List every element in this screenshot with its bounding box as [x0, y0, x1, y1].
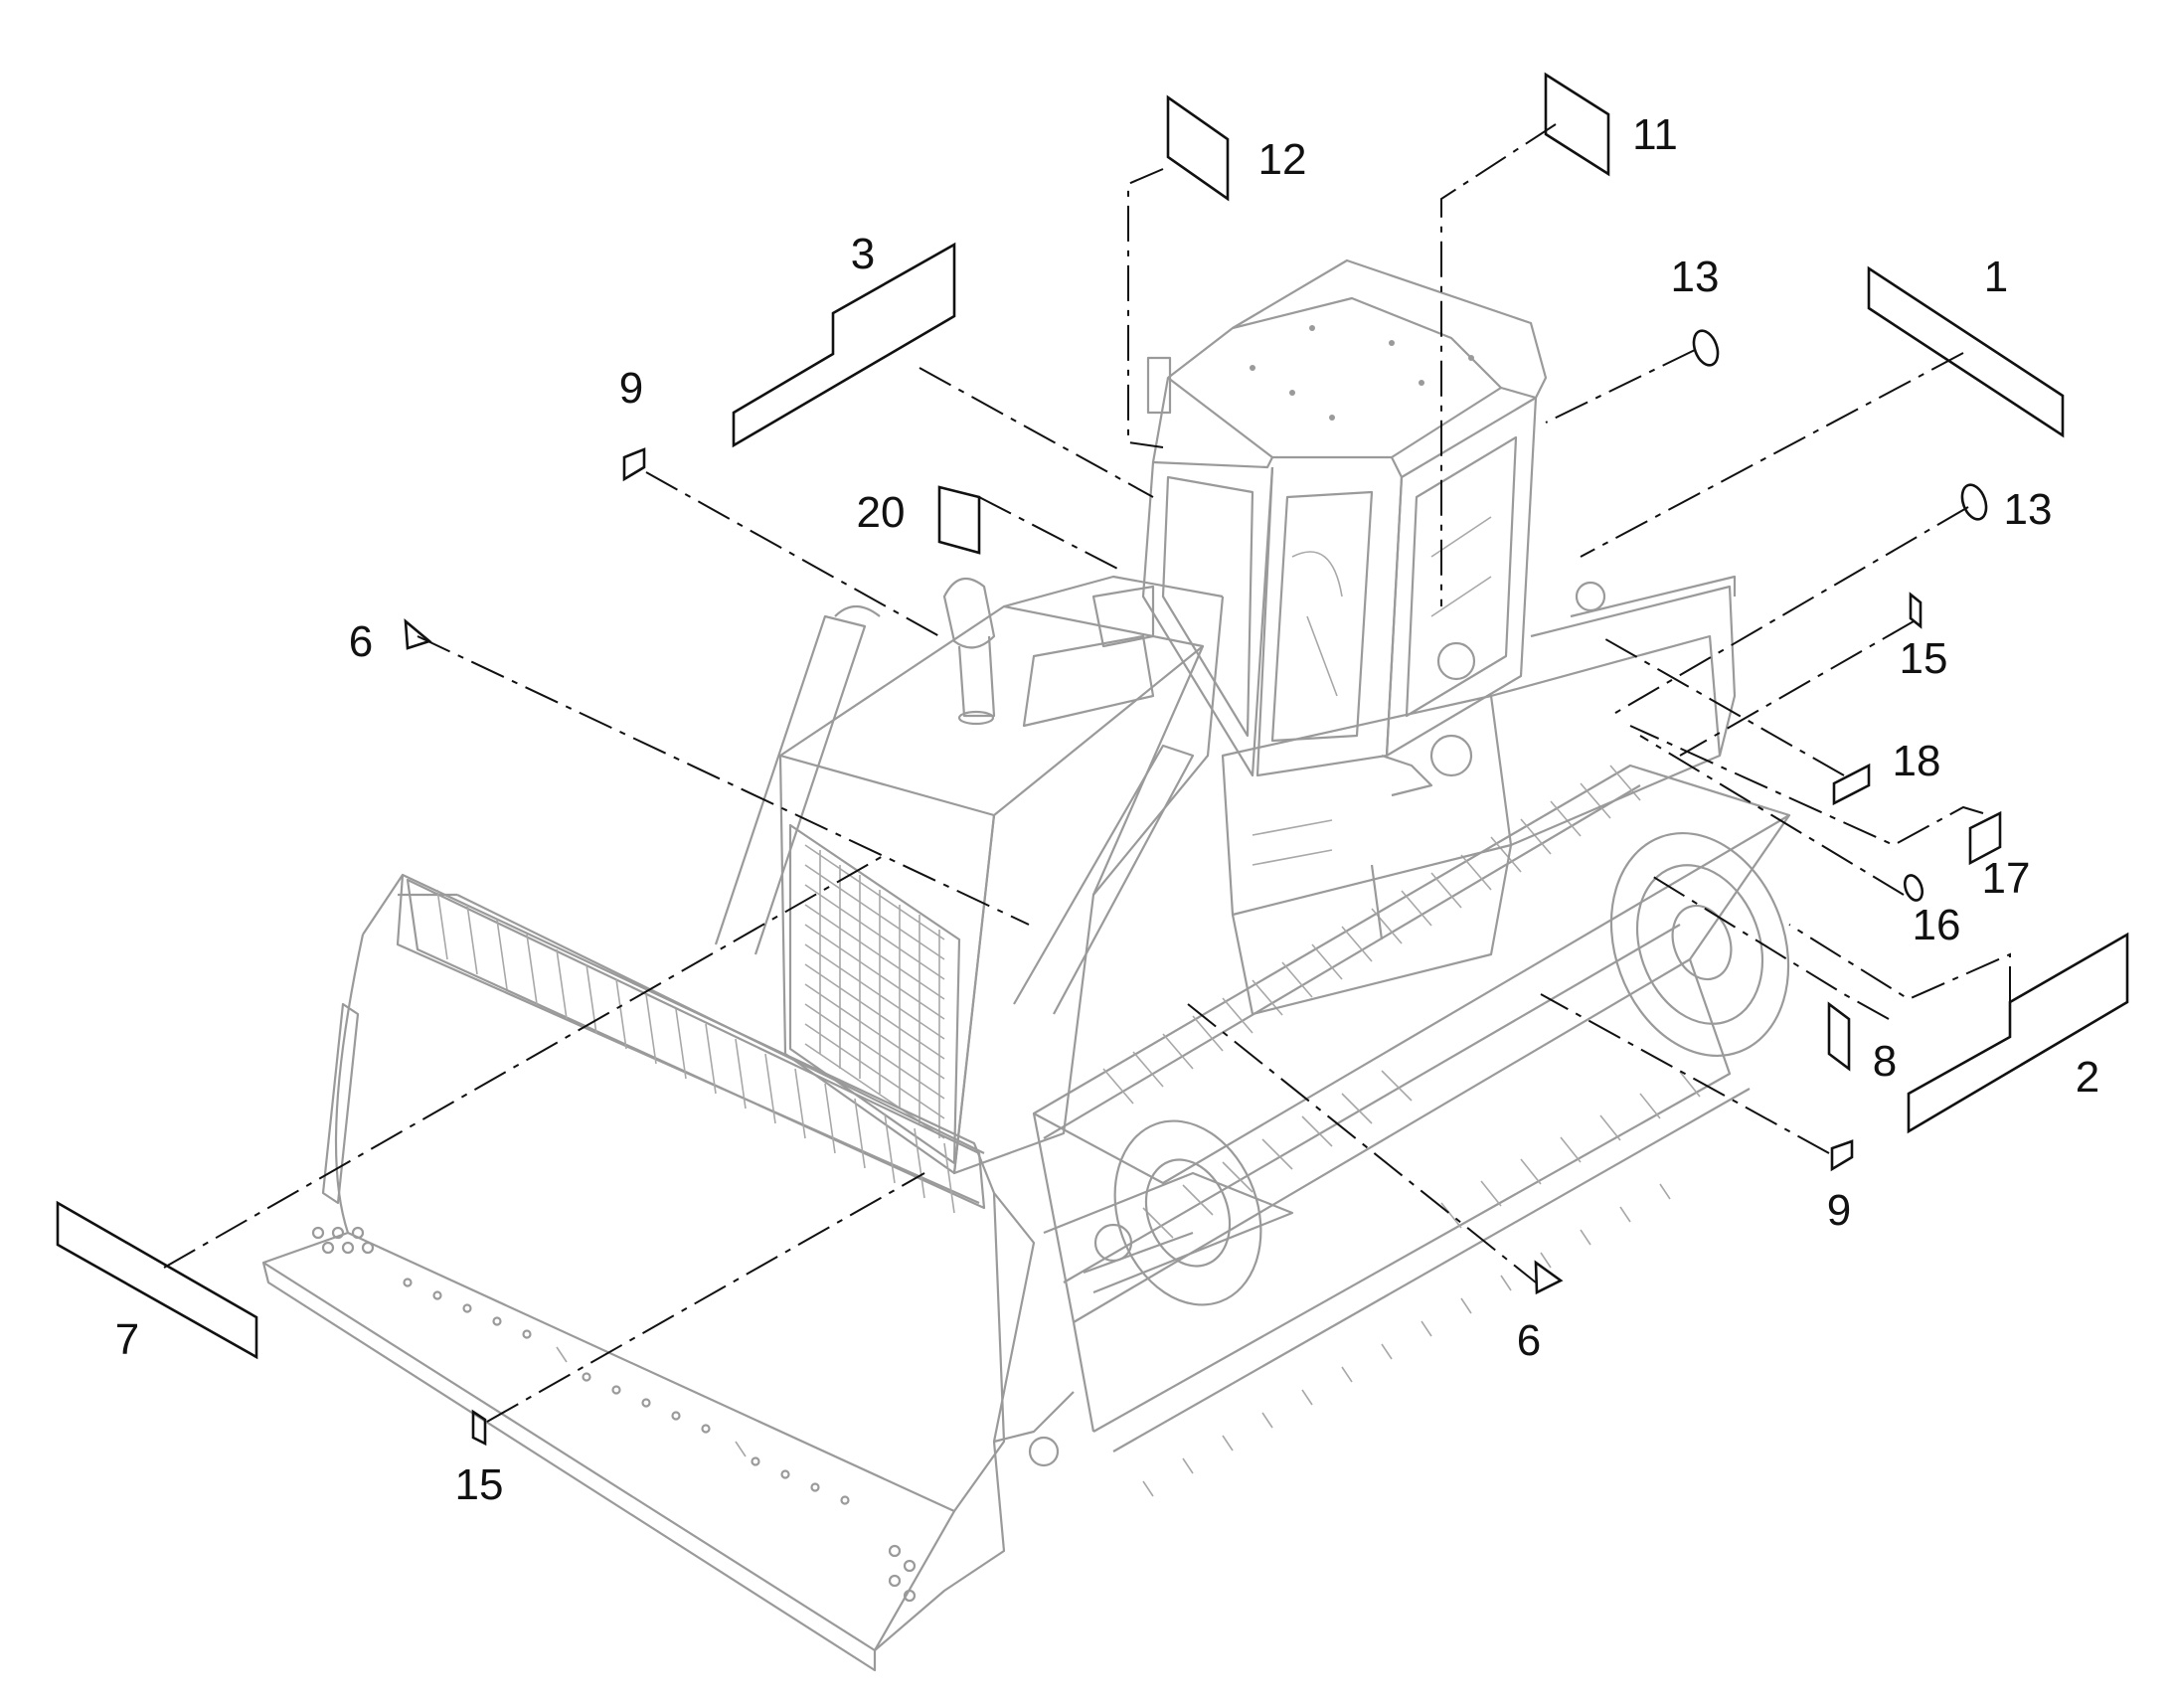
callout-12: 12: [1258, 135, 1307, 184]
leader-9a: [645, 471, 940, 637]
callout-6b: 6: [1517, 1316, 1541, 1365]
decal-7[interactable]: [56, 1200, 258, 1360]
callout-13b: 13: [2004, 485, 2053, 534]
decal-13b[interactable]: [1958, 481, 1991, 522]
leader-13a: [1545, 349, 1696, 424]
callout-13a: 13: [1671, 253, 1720, 301]
leader-7: [163, 854, 886, 1269]
spill-guard: [406, 878, 986, 1214]
decal-2[interactable]: [1907, 932, 2129, 1134]
leader-15a: [1679, 620, 1915, 757]
radiator-grill: [788, 823, 961, 1165]
leader-18: [1599, 635, 1845, 776]
leader-11: [1440, 123, 1557, 606]
callout-11: 11: [1632, 110, 1678, 159]
leader-16: [1639, 735, 1905, 896]
callout-17: 17: [1982, 854, 2031, 903]
callout-15b: 15: [455, 1460, 504, 1509]
decal-8[interactable]: [1827, 1001, 1851, 1072]
callout-15a: 15: [1900, 634, 1948, 683]
decal-16[interactable]: [1902, 873, 1925, 903]
decal-shapes: [56, 72, 2129, 1447]
leader-17: [1629, 725, 1984, 847]
decal-13a[interactable]: [1690, 327, 1723, 368]
decal-1[interactable]: [1867, 265, 2065, 438]
track-assembly: [1028, 764, 1791, 1497]
leader-9b: [1540, 993, 1830, 1154]
decal-17[interactable]: [1968, 810, 2002, 866]
leader-15b: [486, 1172, 925, 1423]
decal-12[interactable]: [1166, 94, 1230, 202]
callout-labels: 1 2 3 6 6 7 8 9 9 11 12 13 13 15 15 16 1…: [115, 110, 2099, 1509]
callout-16: 16: [1913, 901, 1961, 949]
decal-18[interactable]: [1832, 763, 1871, 806]
decal-11[interactable]: [1544, 72, 1610, 177]
callout-18: 18: [1893, 737, 1941, 785]
callout-8: 8: [1873, 1037, 1897, 1086]
leader-12: [1127, 168, 1164, 448]
decal-6a[interactable]: [404, 618, 432, 650]
decal-15b[interactable]: [471, 1409, 487, 1447]
leader-8: [1649, 874, 1890, 1020]
callout-3: 3: [851, 230, 875, 278]
front-idler: [1113, 1119, 1262, 1306]
leader-1: [1580, 352, 1964, 558]
leader-6b: [1187, 1003, 1537, 1283]
leader-13b: [1609, 506, 1969, 717]
leader-3: [919, 367, 1154, 498]
engine-hood: [714, 575, 1737, 1175]
callout-2: 2: [2076, 1053, 2099, 1102]
callout-7: 7: [115, 1315, 139, 1364]
decal-15a[interactable]: [1909, 592, 1922, 629]
callout-9b: 9: [1827, 1186, 1851, 1235]
decal-9b[interactable]: [1830, 1139, 1854, 1172]
drive-sprocket: [1609, 831, 1790, 1058]
callout-1: 1: [1984, 253, 2008, 301]
dozer-illustration: [261, 258, 1791, 1672]
cutting-edge-bolts: [311, 1226, 917, 1603]
operator-cab: [1091, 258, 1548, 797]
callout-9a: 9: [619, 364, 643, 413]
callout-20: 20: [857, 488, 906, 537]
decal-6b[interactable]: [1534, 1260, 1564, 1295]
decal-20[interactable]: [937, 485, 981, 555]
leader-20: [978, 496, 1124, 573]
leader-lines: [163, 123, 2011, 1423]
dozer-blade: [261, 873, 1294, 1672]
leader-6a: [417, 635, 1030, 926]
leader-2: [1788, 924, 2011, 1002]
decal-3[interactable]: [732, 242, 956, 448]
callout-6a: 6: [349, 617, 373, 666]
decal-9a[interactable]: [622, 447, 646, 482]
track-shoes: [1102, 765, 1701, 1497]
